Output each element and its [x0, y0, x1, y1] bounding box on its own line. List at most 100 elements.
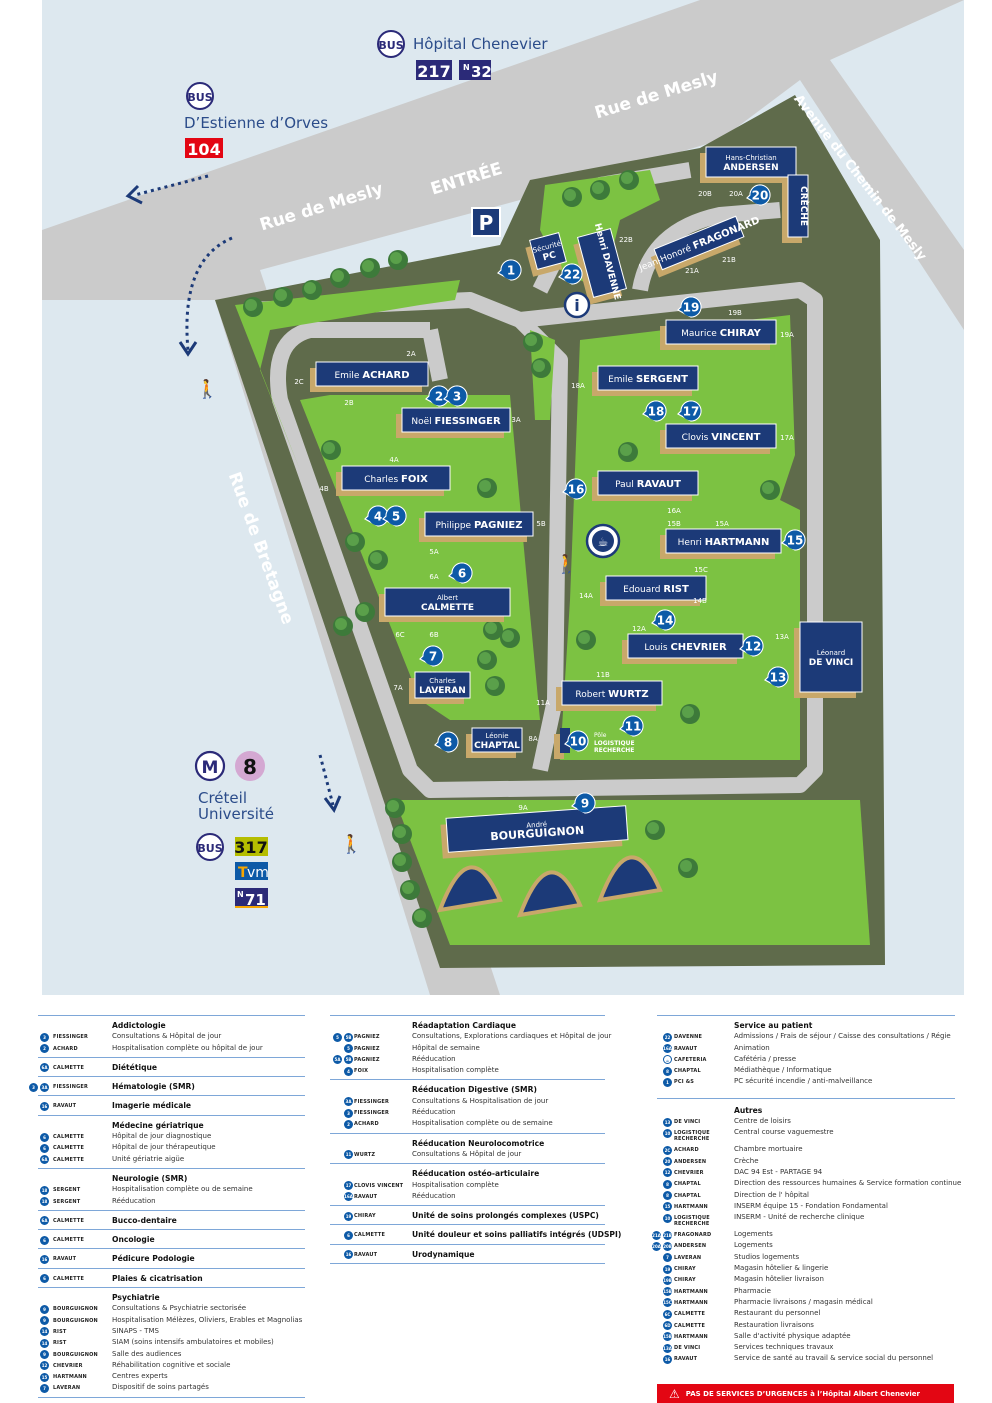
building-pin-11[interactable]: 11	[619, 715, 644, 737]
legend-building-name: CHEVRIER	[674, 1169, 704, 1176]
building-wurtz[interactable]: Robert WURTZ	[556, 680, 663, 711]
building-achard[interactable]: Emile ACHARD	[310, 361, 429, 392]
svg-text:Albert: Albert	[437, 594, 458, 602]
building-pin-20[interactable]: 20	[746, 184, 771, 206]
building-vincent[interactable]: Clovis VINCENT	[660, 423, 777, 454]
svg-text:N: N	[237, 890, 244, 899]
legend-row: Rééducation ostéo-articulaire	[330, 1168, 605, 1179]
legend-service: Salle d'activité physique adaptée	[734, 1331, 851, 1340]
svg-text:LOGISTIQUE: LOGISTIQUE	[594, 740, 635, 747]
svg-text:N: N	[463, 63, 470, 72]
legend-building-name: BOURGUIGNON	[53, 1317, 98, 1324]
svg-text:10: 10	[570, 735, 587, 749]
bus-line: vm	[247, 865, 269, 881]
svg-text:☕: ☕	[598, 535, 609, 549]
svg-text:Henri HARTMANN: Henri HARTMANN	[678, 537, 770, 548]
svg-text:🚶: 🚶	[340, 833, 362, 855]
legend-service: Logements	[734, 1230, 773, 1239]
building-pin-10[interactable]: 10	[564, 730, 589, 752]
building-number-badge: 7	[40, 1383, 49, 1393]
building-pin-12[interactable]: 12	[739, 635, 764, 657]
building-pin-8[interactable]: 8	[434, 731, 459, 753]
svg-text:19: 19	[683, 301, 700, 315]
building-pin-2[interactable]: 2	[425, 385, 450, 407]
building-pin-15[interactable]: 15	[781, 529, 806, 551]
building-wing-label: 2C	[294, 378, 303, 386]
building-rist[interactable]: Edouard RIST	[600, 575, 707, 606]
legend-section-title: Psychiatrie	[112, 1293, 160, 1303]
legend-section-title: Rééducation Neurolocomotrice	[412, 1138, 545, 1148]
transit-estienne-dorves: BUS D’Estienne d’Orves 104	[184, 82, 328, 159]
building-pin-18[interactable]: 18	[642, 400, 667, 422]
svg-text:CRÈCHE: CRÈCHE	[798, 186, 810, 226]
parking-icon: P	[471, 207, 501, 237]
building-wing-label: 12A	[632, 625, 646, 633]
building-pin-4[interactable]: 4	[364, 505, 389, 527]
building-hartmann[interactable]: Henri HARTMANN	[660, 528, 782, 559]
building-pin-17[interactable]: 17	[677, 400, 702, 422]
legend-service: Crèche	[734, 1156, 759, 1165]
legend-service: DAC 94 Est - PARTAGE 94	[734, 1167, 823, 1176]
building-pin-19[interactable]: 19	[677, 296, 702, 318]
svg-text:Créteil: Créteil	[198, 789, 247, 807]
legend-building-name: CHAPTAL	[674, 1192, 701, 1199]
legend-service: Direction des ressources humaines & Serv…	[734, 1179, 962, 1188]
building-chiray[interactable]: Maurice CHIRAY	[660, 319, 777, 350]
building-number-badge: 6	[344, 1230, 353, 1240]
building-ravaut[interactable]: Paul RAVAUT	[592, 470, 699, 501]
building-pin-3[interactable]: 3	[443, 385, 468, 407]
building-pin-22[interactable]: 22	[558, 263, 583, 285]
building-wing-label: 17A	[780, 434, 794, 442]
building-fiessinger[interactable]: Noël FIESSINGER	[396, 407, 511, 438]
legend-building-name: ACHARD	[53, 1045, 78, 1052]
bourguignon-wing	[516, 870, 583, 918]
building-foix[interactable]: Charles FOIX	[336, 465, 451, 496]
building-wing-label: 16A	[667, 507, 681, 515]
building-cr-che[interactable]: CRÈCHE	[782, 174, 810, 243]
building-pin-5[interactable]: 5	[382, 505, 407, 527]
legend-building-name: CALMETTE	[674, 1311, 706, 1318]
building-number-badge: 1	[663, 1077, 672, 1087]
building-number-badge: ☕	[663, 1055, 672, 1065]
building-number-badge: 8	[663, 1191, 672, 1201]
svg-text:Hans-Christian: Hans-Christian	[725, 154, 776, 162]
building-pin-14[interactable]: 14	[651, 609, 676, 631]
legend-building-name: CALMETTE	[53, 1217, 85, 1224]
building-sergent[interactable]: Emile SERGENT	[592, 365, 699, 396]
building-pin-9[interactable]: 9	[571, 792, 596, 814]
legend-row: Autres	[657, 1105, 955, 1116]
svg-text:11: 11	[625, 720, 642, 734]
building-wing-label: 15A	[715, 520, 729, 528]
building-pin-16[interactable]: 16	[562, 478, 587, 500]
building-chevrier[interactable]: Louis CHEVRIER	[622, 633, 744, 664]
building-pin-13[interactable]: 13	[764, 666, 789, 688]
building-number-badge: 3	[29, 1082, 38, 1092]
legend-section-title: Médecine gériatrique	[112, 1120, 204, 1130]
building-pin-6[interactable]: 6	[448, 562, 473, 584]
info-icon[interactable]: i	[563, 291, 591, 319]
building-pin-7[interactable]: 7	[419, 645, 444, 667]
cafeteria-icon[interactable]: ☕	[585, 523, 621, 559]
legend-service: Hospitalisation complète ou de semaine	[412, 1119, 553, 1128]
building-pagniez[interactable]: Philippe PAGNIEZ	[419, 511, 534, 542]
building-pin-1[interactable]: 1	[497, 259, 522, 281]
legend-building-name: SERGENT	[53, 1198, 81, 1205]
building-number-badge: 16	[40, 1254, 49, 1264]
legend-service: Réhabilitation cognitive et sociale	[112, 1360, 231, 1369]
